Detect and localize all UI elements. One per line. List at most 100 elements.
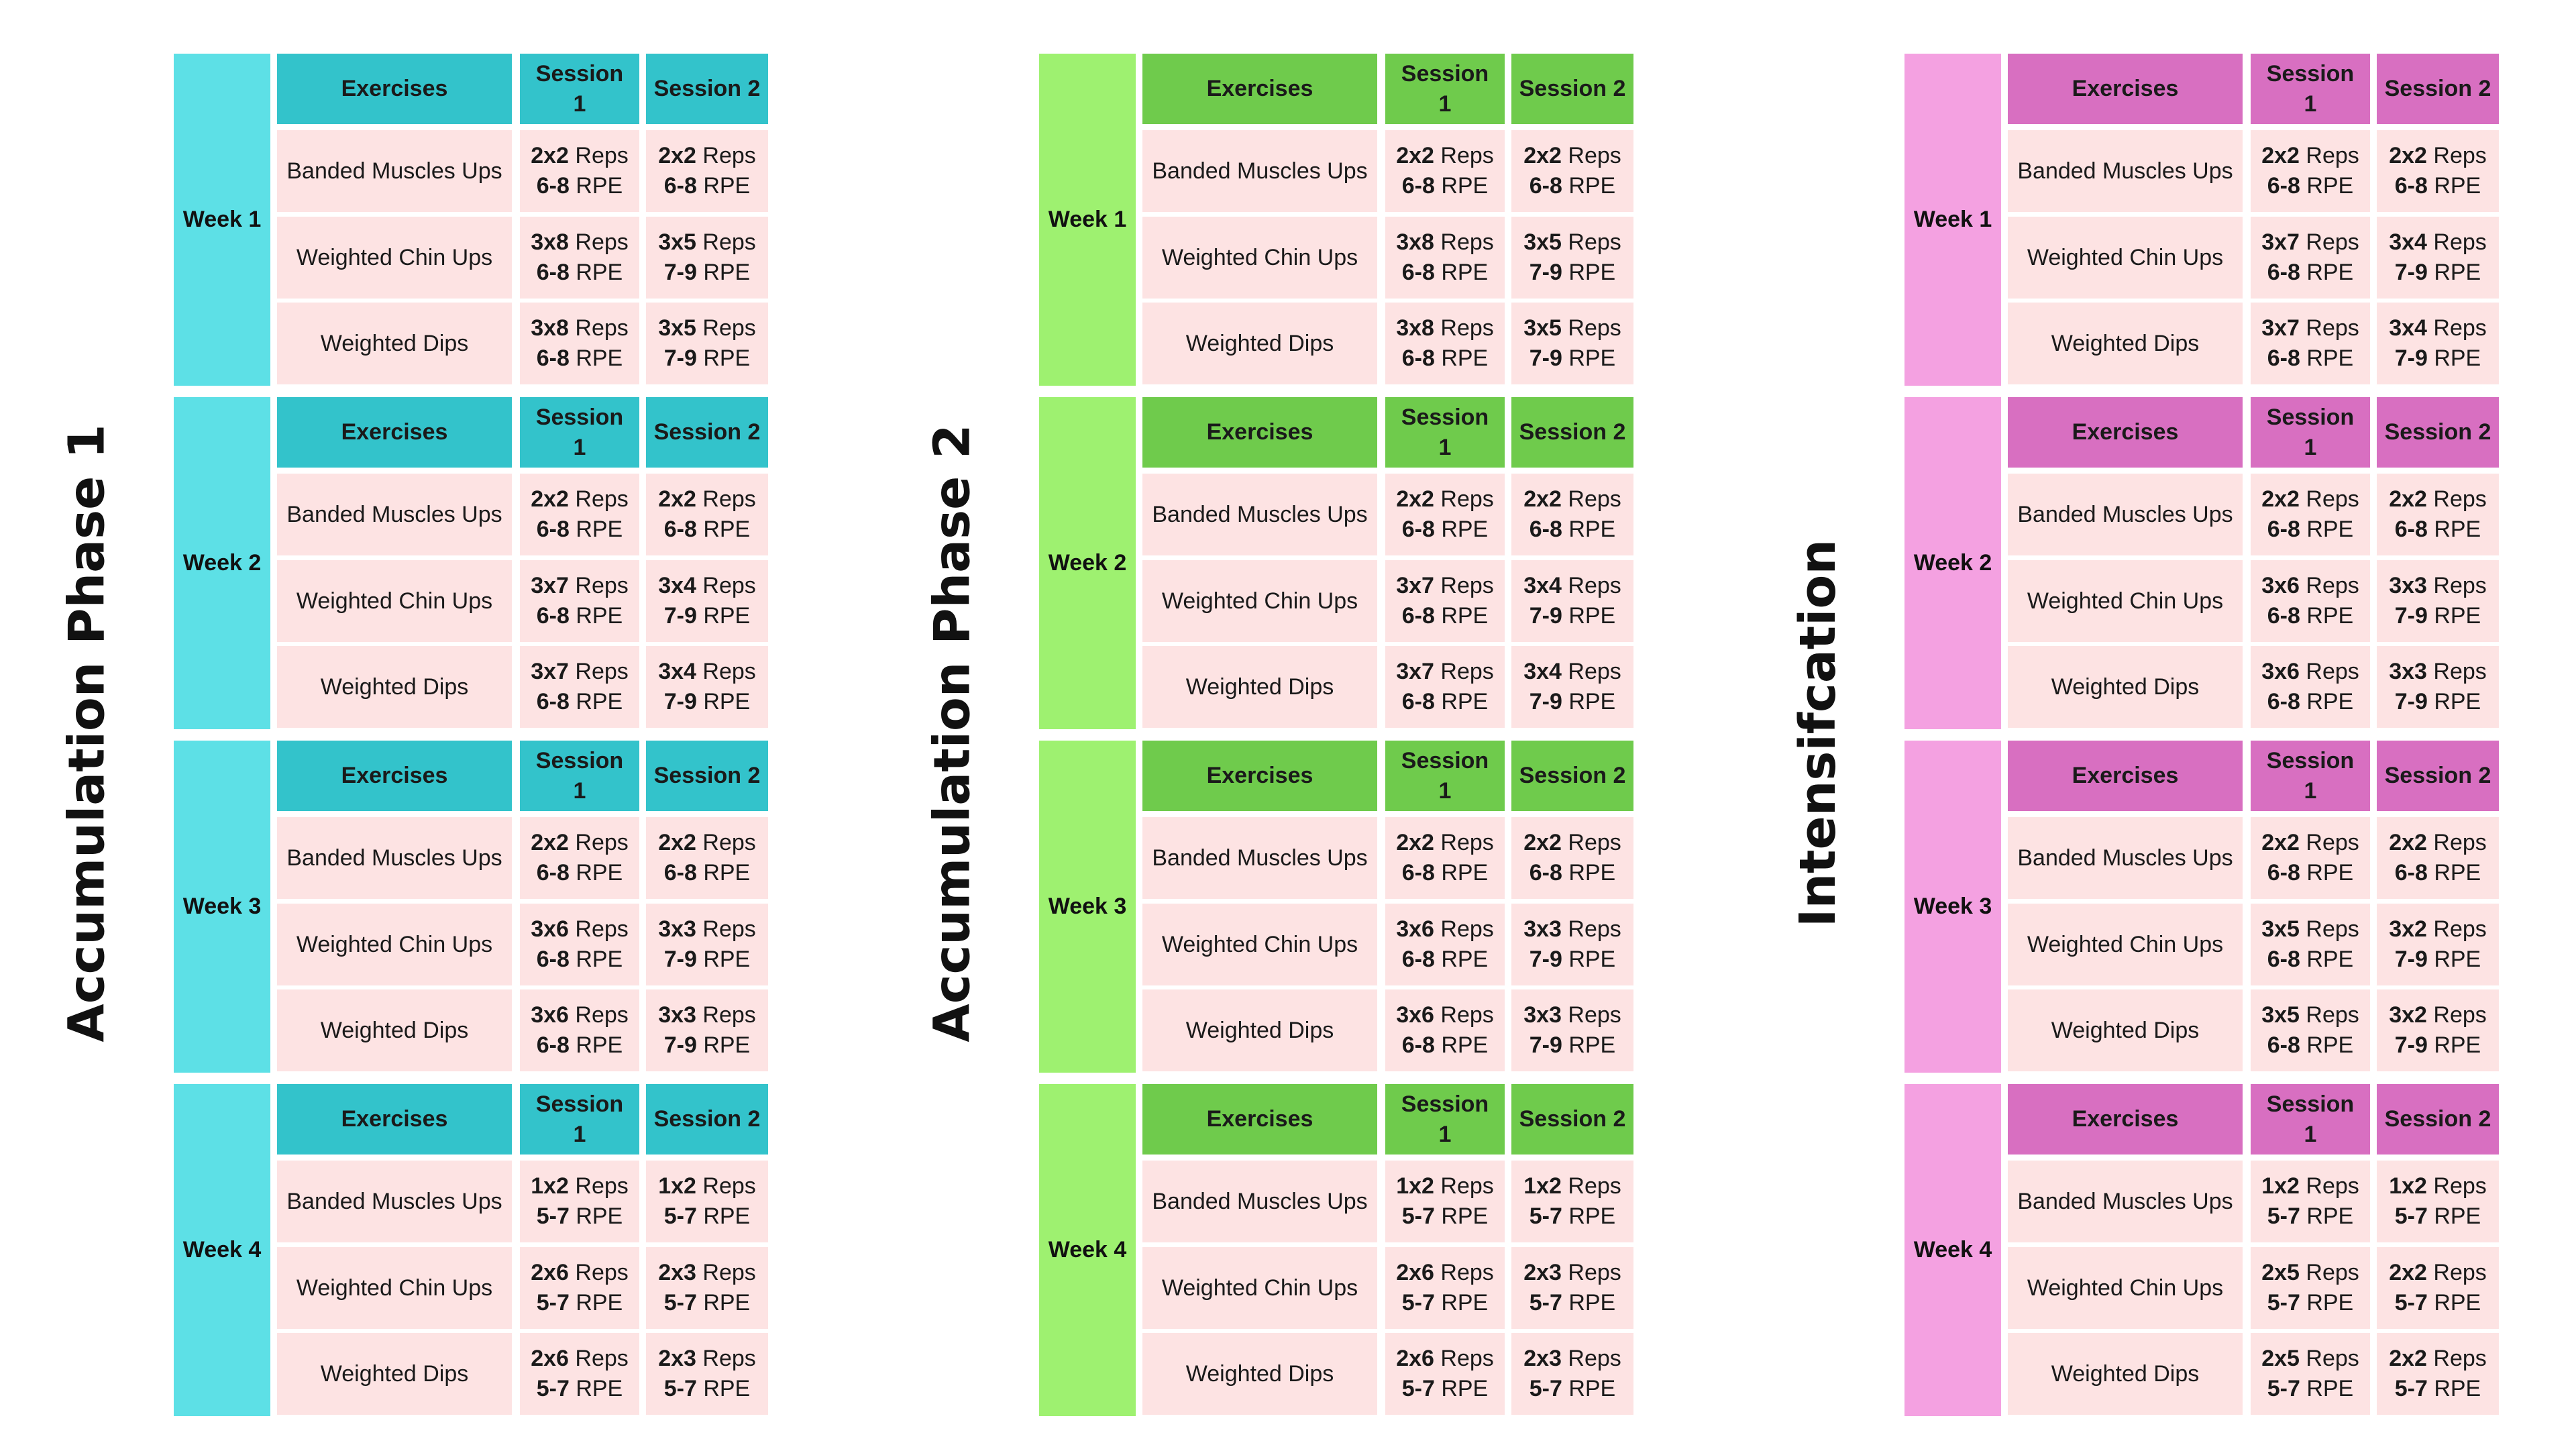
reps-line: 2x2 Reps <box>2261 828 2359 858</box>
rpe-value: 6-8 <box>536 860 570 885</box>
reps-value: 2x2 <box>2261 830 2300 856</box>
reps-unit: Reps <box>1568 1173 1621 1199</box>
rpe-value: 6-8 <box>663 860 697 885</box>
week-block-1: Week 1 Exercises Session 1 Session 2 Ban… <box>1856 54 2576 386</box>
rpe-unit: RPE <box>1568 1032 1616 1058</box>
rpe-unit: RPE <box>2306 1290 2354 1316</box>
rpe-unit: RPE <box>2306 260 2354 285</box>
reps-value: 3x8 <box>1396 315 1434 341</box>
rpe-value: 7-9 <box>663 345 697 371</box>
reps-line: 3x3 Reps <box>2389 571 2487 601</box>
exercise-name: Weighted Chin Ups <box>1142 217 1377 299</box>
reps-unit: Reps <box>702 573 756 599</box>
reps-line: 3x4 Reps <box>2389 227 2487 258</box>
reps-unit: Reps <box>1440 916 1494 943</box>
reps-unit: Reps <box>702 1346 756 1372</box>
reps-line: 2x2 Reps <box>531 484 629 515</box>
rpe-value: 5-7 <box>2267 1290 2300 1316</box>
rpe-value: 6-8 <box>2267 517 2300 542</box>
reps-line: 3x3 Reps <box>1523 914 1621 945</box>
reps-value: 3x4 <box>658 659 696 685</box>
rpe-unit: RPE <box>576 345 623 371</box>
reps-value: 3x5 <box>1523 229 1562 256</box>
reps-value: 1x2 <box>658 1173 696 1199</box>
reps-unit: Reps <box>702 315 756 341</box>
reps-line: 2x2 Reps <box>1396 141 1494 171</box>
reps-unit: Reps <box>2433 229 2487 256</box>
header-session-2: Session 2 <box>2377 741 2499 811</box>
reps-value: 1x2 <box>1396 1173 1434 1199</box>
reps-value: 3x4 <box>2389 315 2427 341</box>
reps-line: 3x4 Reps <box>1523 571 1621 601</box>
reps-unit: Reps <box>2433 659 2487 685</box>
rpe-line: 6-8 RPE <box>537 945 623 975</box>
exercise-name: Weighted Chin Ups <box>277 904 512 985</box>
reps-line: 2x2 Reps <box>531 828 629 858</box>
week-label: Week 2 <box>1904 397 2001 729</box>
rpe-unit: RPE <box>2434 1203 2481 1229</box>
rpe-value: 6-8 <box>1529 860 1562 885</box>
rpe-value: 6-8 <box>536 947 570 972</box>
exercise-name: Weighted Chin Ups <box>1142 1247 1377 1329</box>
rpe-unit: RPE <box>2434 947 2481 972</box>
rpe-line: 6-8 RPE <box>1402 171 1489 201</box>
reps-value: 2x2 <box>531 486 569 513</box>
rpe-value: 6-8 <box>536 1032 570 1058</box>
reps-line: 3x4 Reps <box>658 571 756 601</box>
rpe-line: 6-8 RPE <box>537 601 623 631</box>
rpe-line: 6-8 RPE <box>1402 687 1489 717</box>
reps-value: 3x6 <box>1396 916 1434 943</box>
rpe-value: 6-8 <box>1529 173 1562 199</box>
reps-value: 2x2 <box>1523 486 1562 513</box>
header-session-1: Session 1 <box>520 397 639 468</box>
rpe-line: 7-9 RPE <box>664 687 751 717</box>
reps-unit: Reps <box>1440 143 1494 169</box>
rpe-line: 6-8 RPE <box>2267 687 2354 717</box>
reps-value: 3x5 <box>1523 315 1562 341</box>
rpe-line: 6-8 RPE <box>1402 1030 1489 1061</box>
rpe-line: 6-8 RPE <box>537 1030 623 1061</box>
reps-line: 3x4 Reps <box>658 657 756 687</box>
rpe-unit: RPE <box>2434 345 2481 371</box>
rpe-unit: RPE <box>1441 1376 1489 1401</box>
rpe-unit: RPE <box>1568 517 1616 542</box>
header-exercises: Exercises <box>1142 54 1377 124</box>
reps-unit: Reps <box>2306 1002 2359 1028</box>
reps-unit: Reps <box>2306 315 2359 341</box>
rpe-unit: RPE <box>1441 345 1489 371</box>
rpe-line: 6-8 RPE <box>2267 171 2354 201</box>
reps-value: 3x6 <box>531 1002 569 1028</box>
rpe-unit: RPE <box>2306 689 2354 714</box>
header-session-1: Session 1 <box>520 54 639 124</box>
rpe-line: 6-8 RPE <box>537 171 623 201</box>
rpe-unit: RPE <box>576 1032 623 1058</box>
reps-value: 3x7 <box>531 573 569 599</box>
rpe-value: 5-7 <box>663 1376 697 1401</box>
reps-unit: Reps <box>702 916 756 943</box>
rpe-unit: RPE <box>2306 345 2354 371</box>
rpe-value: 7-9 <box>663 689 697 714</box>
rpe-line: 6-8 RPE <box>2395 515 2481 545</box>
rpe-unit: RPE <box>703 1203 751 1229</box>
header-exercises: Exercises <box>277 1084 512 1155</box>
rpe-line: 6-8 RPE <box>1402 515 1489 545</box>
reps-line: 3x3 Reps <box>1523 1000 1621 1030</box>
rpe-line: 6-8 RPE <box>2395 858 2481 888</box>
reps-line: 1x2 Reps <box>1523 1171 1621 1201</box>
exercise-name: Weighted Dips <box>1142 646 1377 728</box>
reps-line: 3x6 Reps <box>531 1000 629 1030</box>
rpe-unit: RPE <box>703 1290 751 1316</box>
rpe-value: 5-7 <box>663 1290 697 1316</box>
rpe-line: 7-9 RPE <box>1529 601 1616 631</box>
